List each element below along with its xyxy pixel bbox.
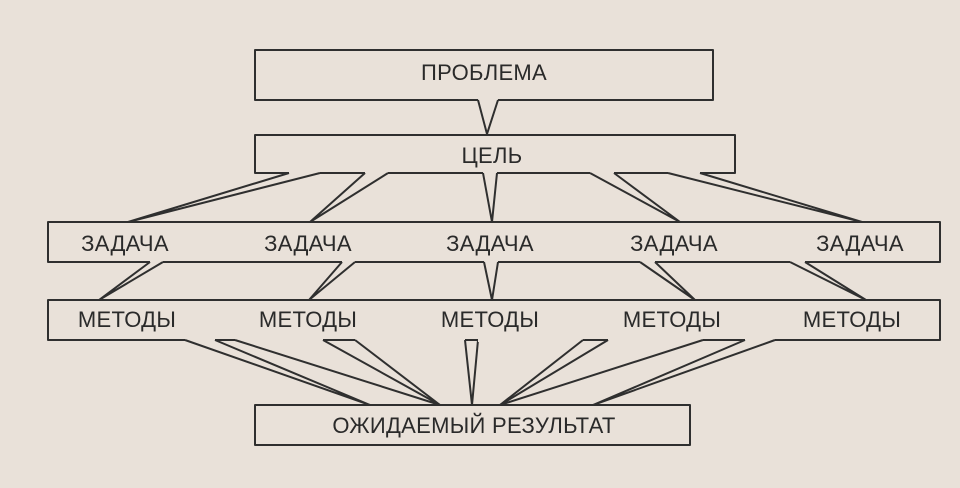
result-label: ОЖИДАЕМЫЙ РЕЗУЛЬТАТ xyxy=(332,413,616,438)
methods-label: МЕТОДЫ xyxy=(77,307,177,332)
task-label: ЗАДАЧА xyxy=(816,231,904,256)
task-label: ЗАДАЧА xyxy=(630,231,718,256)
task-label: ЗАДАЧА xyxy=(81,231,169,256)
methods-label: МЕТОДЫ xyxy=(622,307,722,332)
goal-label: ЦЕЛЬ xyxy=(461,143,523,168)
methods-label: МЕТОДЫ xyxy=(802,307,902,332)
methods-label: МЕТОДЫ xyxy=(440,307,540,332)
problem-label: ПРОБЛЕМА xyxy=(420,60,548,85)
connector-arrows xyxy=(98,98,867,406)
task-label: ЗАДАЧА xyxy=(446,231,534,256)
task-label: ЗАДАЧА xyxy=(264,231,352,256)
methods-label: МЕТОДЫ xyxy=(258,307,358,332)
